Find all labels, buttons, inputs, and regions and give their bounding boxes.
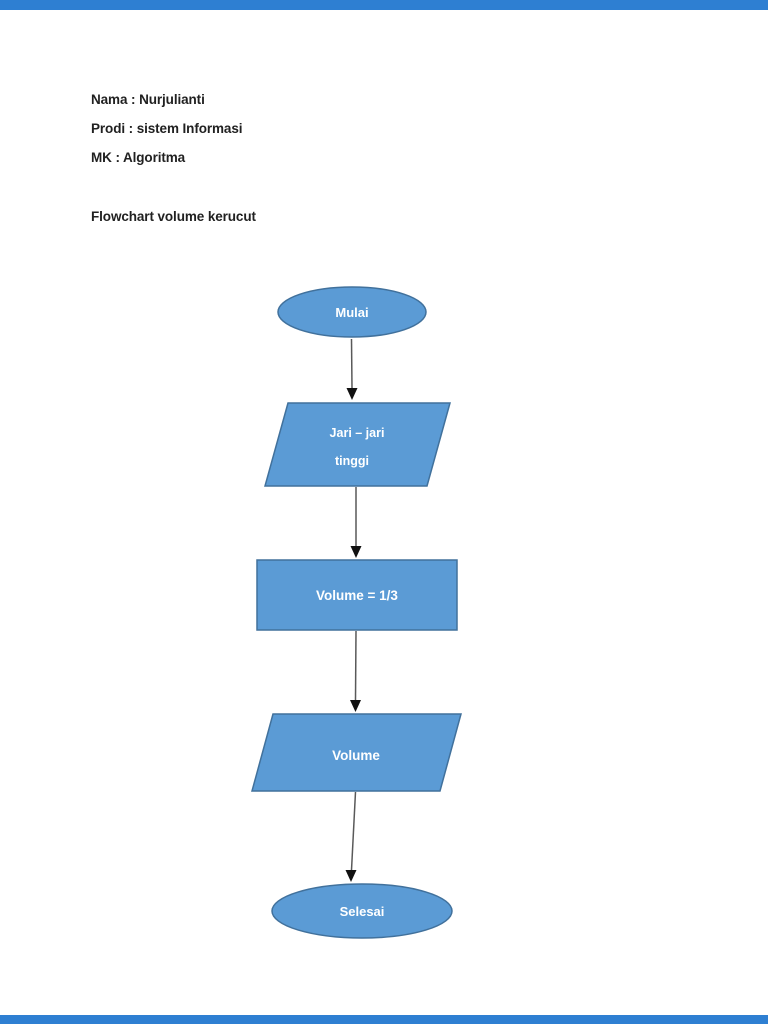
start-ellipse-shape [277,286,427,338]
header-line-mk: MK : Algoritma [91,150,186,165]
end-node-label: Selesai [340,904,385,919]
connector-output-to-end [345,791,357,882]
adjacent-page-top-strip [0,0,768,10]
end-ellipse-shape [271,883,453,939]
process-rectangle-shape [256,559,458,631]
flowchart-node-end: Selesai [271,883,453,939]
flowchart-title: Flowchart volume kerucut [91,209,256,224]
input-node-label-line2: tinggi [335,454,369,468]
arrowhead-icon [345,870,357,882]
header-line-prodi: Prodi : sistem Informasi [91,121,243,136]
arrowhead-icon [350,700,361,712]
flowchart-node-output: Volume [251,713,462,792]
connector-start-to-input [346,338,358,400]
header-line-nama: Nama : Nurjulianti [91,92,205,107]
input-parallelogram-shape [264,402,451,487]
flowchart-node-process: Volume = 1/3 [256,559,458,631]
output-node-label: Volume [332,748,380,763]
arrowhead-icon [346,388,358,400]
adjacent-page-bottom-strip [0,1015,768,1024]
start-node-label: Mulai [335,305,368,320]
arrowhead-icon [350,546,362,558]
input-node-label-line1: Jari – jari [330,426,385,440]
flowchart-node-input: Jari – jari tinggi [264,402,451,487]
document-header: Nama : Nurjulianti Prodi : sistem Inform… [91,93,242,180]
process-node-label: Volume = 1/3 [316,588,398,603]
connector-line-1 [350,338,353,389]
connector-input-to-process [350,487,362,558]
output-parallelogram-shape [251,713,462,792]
connector-line-3 [354,630,357,701]
connector-line-4 [350,791,357,871]
flowchart-node-start: Mulai [277,286,427,338]
connector-process-to-output [350,630,361,712]
